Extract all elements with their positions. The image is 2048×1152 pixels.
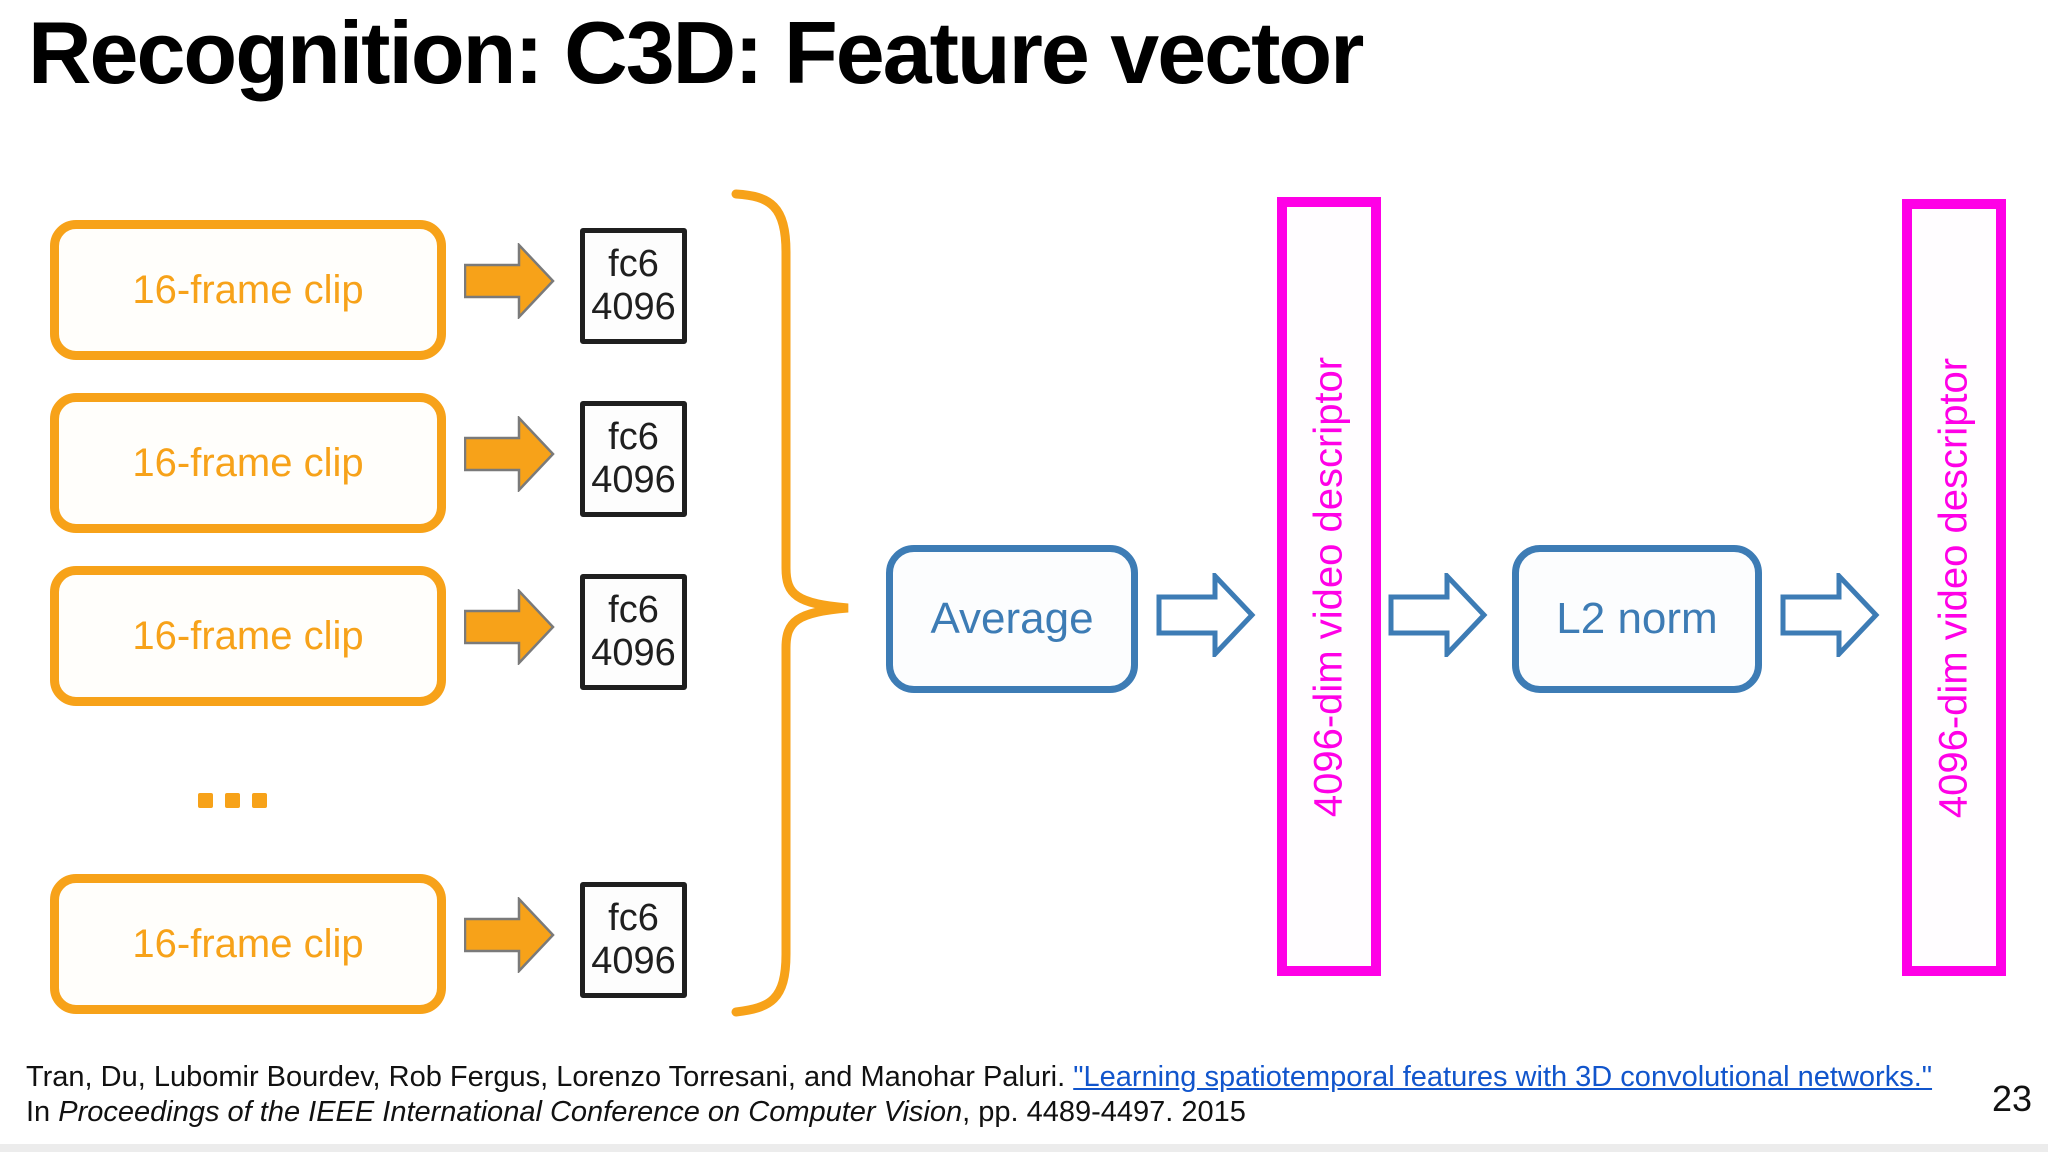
citation-pages: , pp. 4489-4497. 2015	[962, 1096, 1246, 1128]
l2-norm-node: L2 norm	[1512, 545, 1762, 693]
orange-arrow-icon	[464, 589, 555, 665]
clip-box-label: 16-frame clip	[132, 921, 364, 966]
fc6-box-3: fc6 4096	[580, 574, 687, 690]
clip-box-label: 16-frame clip	[132, 267, 364, 312]
l2-norm-label: L2 norm	[1556, 594, 1718, 643]
citation-venue: Proceedings of the IEEE International Co…	[58, 1096, 963, 1128]
bottom-edge-strip	[0, 1144, 2048, 1152]
blue-arrow-icon	[1156, 573, 1256, 657]
orange-arrow-icon	[464, 416, 555, 492]
average-node: Average	[886, 545, 1138, 693]
citation-link[interactable]: "Learning spatiotemporal features with 3…	[1073, 1061, 1933, 1093]
fc6-label: fc6	[608, 589, 659, 632]
clip-box-4: 16-frame clip	[50, 874, 446, 1014]
clip-box-label: 16-frame clip	[132, 613, 364, 658]
video-descriptor-bar-2: 4096-dim video descriptor	[1902, 199, 2006, 976]
fc6-dim: 4096	[591, 459, 676, 501]
fc6-label: fc6	[608, 416, 659, 459]
citation-authors: Tran, Du, Lubomir Bourdev, Rob Fergus, L…	[26, 1061, 1074, 1093]
clip-box-label: 16-frame clip	[132, 440, 364, 485]
orange-arrow-icon	[464, 243, 555, 319]
clip-box-1: 16-frame clip	[50, 220, 446, 360]
average-label: Average	[930, 594, 1094, 643]
blue-arrow-icon	[1388, 573, 1488, 657]
ellipsis-dots	[198, 793, 279, 813]
citation: Tran, Du, Lubomir Bourdev, Rob Fergus, L…	[26, 1060, 1986, 1130]
citation-line-2: In Proceedings of the IEEE International…	[26, 1095, 1986, 1130]
video-descriptor-label: 4096-dim video descriptor	[1306, 356, 1351, 817]
orange-arrow-icon	[464, 897, 555, 973]
curly-brace-icon	[731, 189, 849, 1017]
video-descriptor-bar-1: 4096-dim video descriptor	[1277, 197, 1381, 976]
fc6-label: fc6	[608, 243, 659, 286]
page-title: Recognition: C3D: Feature vector	[28, 3, 1364, 102]
fc6-box-4: fc6 4096	[580, 882, 687, 998]
fc6-dim: 4096	[591, 940, 676, 982]
clip-box-2: 16-frame clip	[50, 393, 446, 533]
clip-box-3: 16-frame clip	[50, 566, 446, 706]
citation-line-1: Tran, Du, Lubomir Bourdev, Rob Fergus, L…	[26, 1060, 1986, 1095]
page-number: 23	[1991, 1078, 2032, 1119]
fc6-label: fc6	[608, 897, 659, 940]
video-descriptor-label: 4096-dim video descriptor	[1931, 357, 1976, 818]
fc6-box-2: fc6 4096	[580, 401, 687, 517]
citation-venue-prefix: In	[26, 1096, 59, 1128]
fc6-dim: 4096	[591, 632, 676, 674]
fc6-box-1: fc6 4096	[580, 228, 687, 344]
fc6-dim: 4096	[591, 286, 676, 328]
blue-arrow-icon	[1780, 573, 1880, 657]
